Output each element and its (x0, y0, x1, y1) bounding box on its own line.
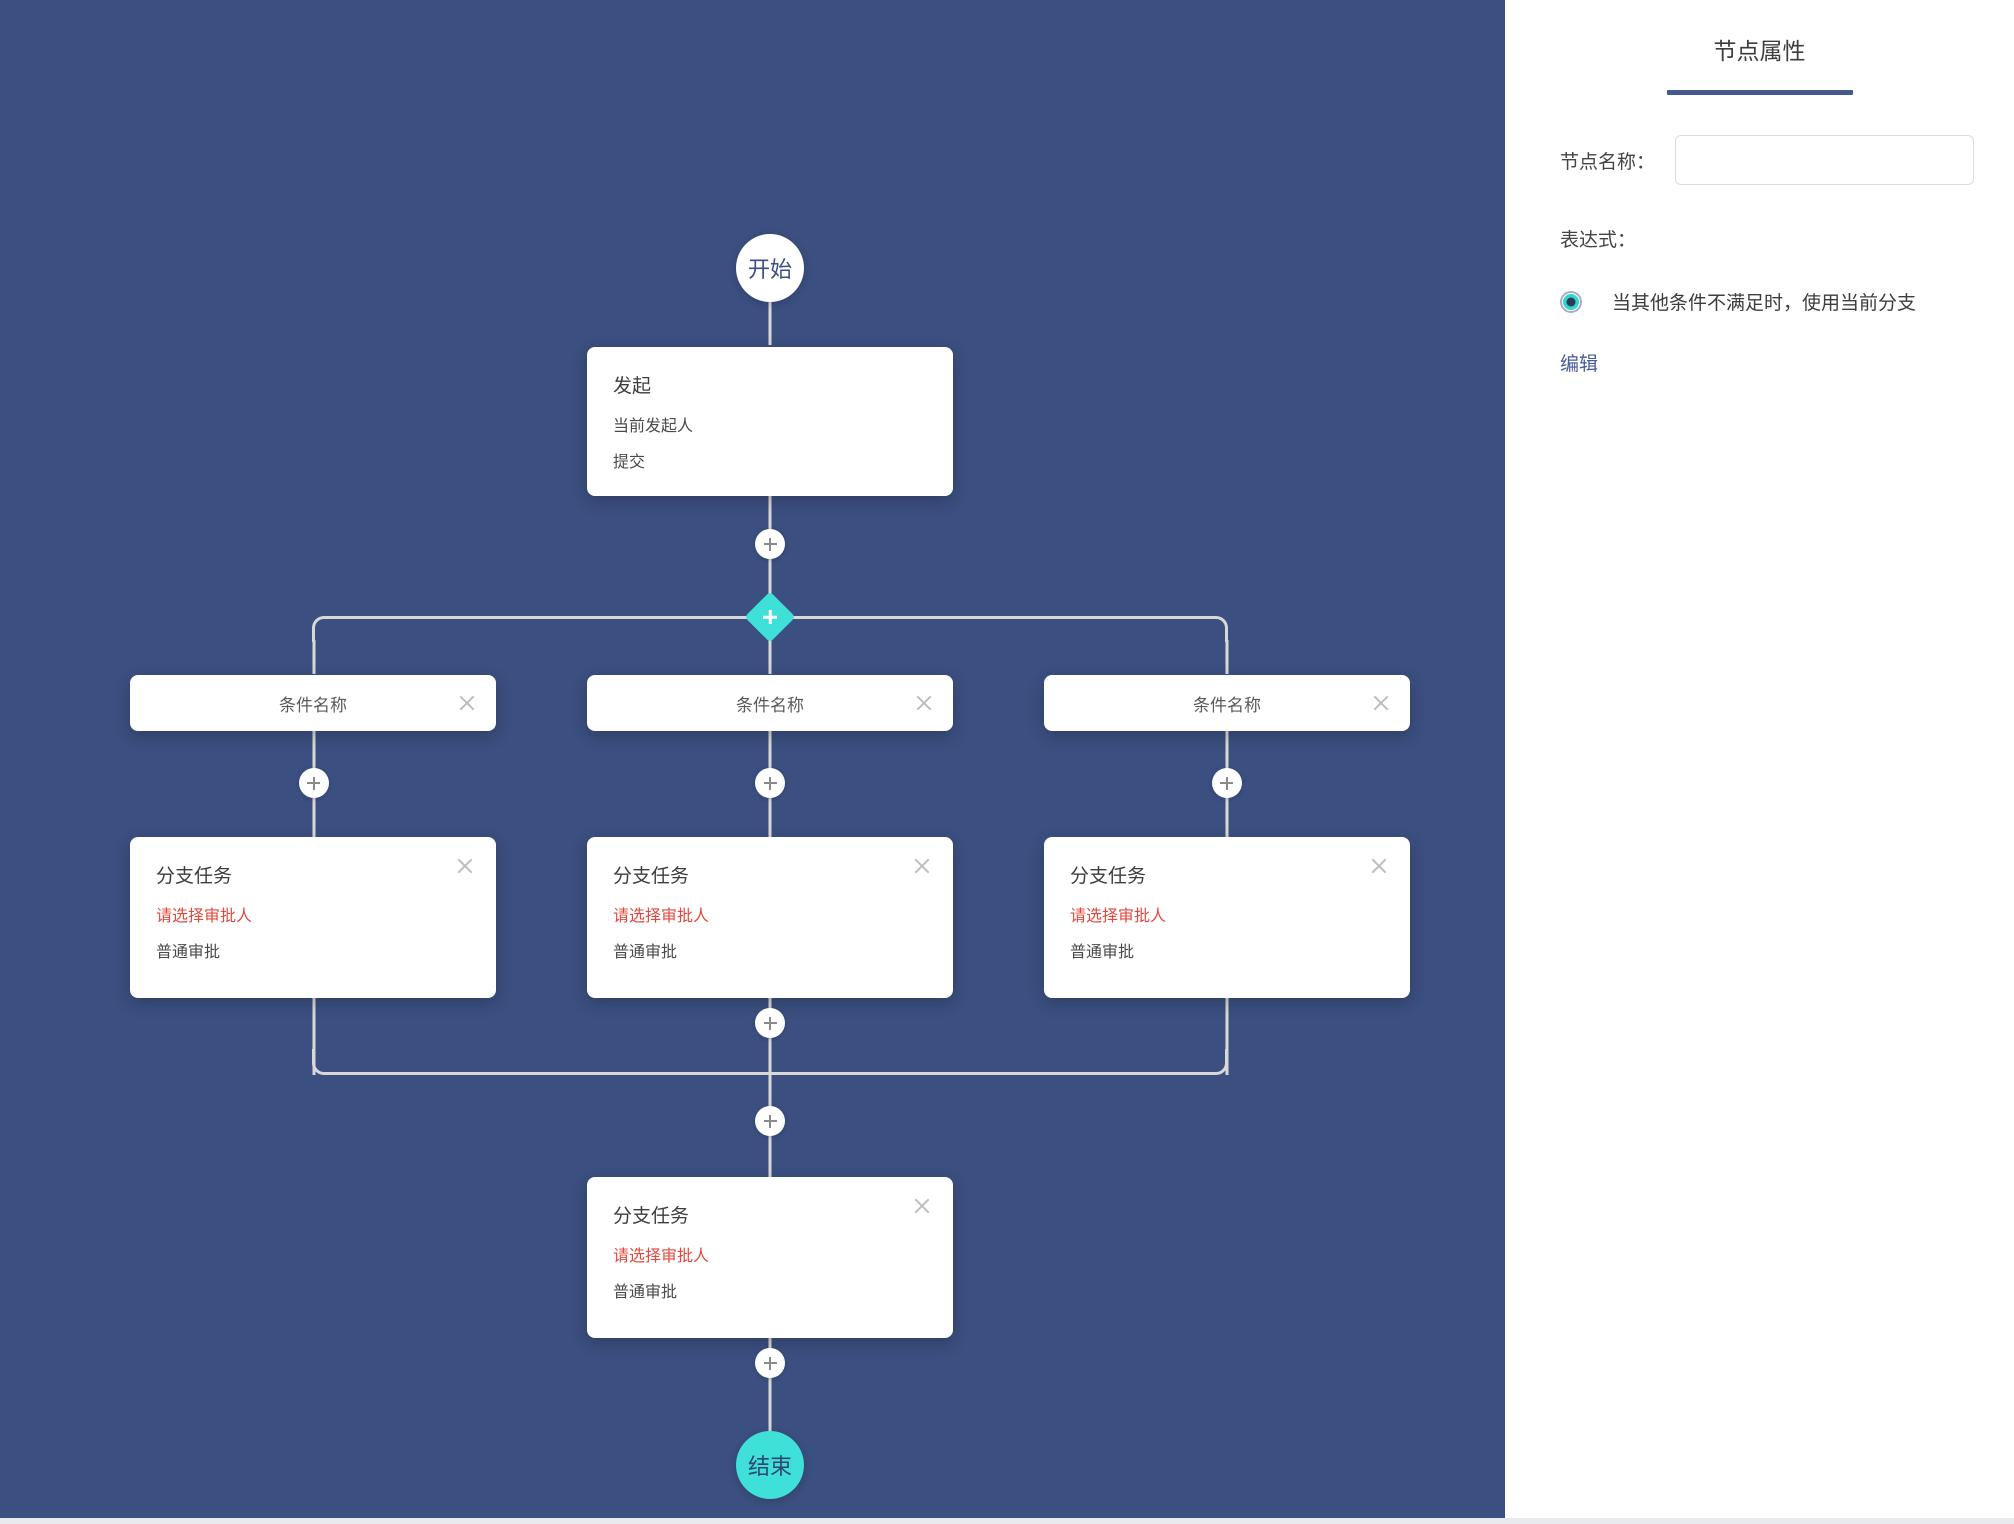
add-node-after-branches-button[interactable] (755, 1008, 785, 1038)
branch-task-1-approver: 请选择审批人 (156, 908, 253, 925)
close-icon[interactable] (1370, 692, 1392, 714)
branch-task-3-type: 普通审批 (1070, 944, 1135, 961)
horizontal-scrollbar[interactable] (0, 1518, 2014, 1524)
condition-gateway[interactable] (744, 591, 796, 643)
initiator-card-action: 提交 (613, 454, 646, 471)
condition-card-1-label: 条件名称 (279, 695, 347, 715)
branch-task-1-title: 分支任务 (156, 866, 233, 887)
close-icon[interactable] (913, 692, 935, 714)
condition-card-3-label: 条件名称 (1193, 695, 1261, 715)
condition-card-3[interactable]: 条件名称 (1044, 675, 1410, 731)
branch-elbow-top-right (1204, 616, 1228, 642)
branch-task-1-type: 普通审批 (156, 944, 221, 961)
branch-task-card-3[interactable]: 分支任务 请选择审批人 普通审批 (1044, 837, 1410, 998)
panel-title-underline (1666, 90, 1853, 95)
expression-option-row[interactable]: 当其他条件不满足时，使用当前分支 (1505, 252, 2014, 315)
initiator-card[interactable]: 发起 当前发起人 提交 (587, 347, 953, 496)
close-icon[interactable] (911, 1195, 933, 1217)
end-node-label: 结束 (747, 1454, 792, 1479)
initiator-card-title: 发起 (613, 376, 652, 397)
start-node[interactable]: 开始 (736, 234, 804, 302)
merge-riser-right (1225, 975, 1228, 1075)
radio-selected-icon[interactable] (1560, 290, 1582, 313)
branch-task-2-type: 普通审批 (613, 944, 678, 961)
condition-card-2[interactable]: 条件名称 (587, 675, 953, 731)
start-node-label: 开始 (747, 257, 792, 282)
add-node-before-final-button[interactable] (755, 1106, 785, 1136)
initiator-card-person: 当前发起人 (613, 418, 694, 435)
condition-card-2-label: 条件名称 (736, 695, 804, 715)
node-name-row: 节点名称： (1505, 95, 2014, 185)
merge-riser-left (312, 975, 315, 1075)
edit-expression-link[interactable]: 编辑 (1560, 354, 1599, 375)
branch-elbow-top-left (312, 616, 336, 642)
add-node-before-end-button[interactable] (755, 1348, 785, 1378)
node-name-input[interactable] (1675, 135, 1974, 185)
final-task-title: 分支任务 (613, 1206, 690, 1227)
branch-task-3-approver: 请选择审批人 (1070, 908, 1167, 925)
final-task-type: 普通审批 (613, 1284, 678, 1301)
add-node-branch-3-button[interactable] (1211, 768, 1242, 798)
branch-drop-right (1225, 640, 1228, 674)
branch-task-card-2[interactable]: 分支任务 请选择审批人 普通审批 (587, 837, 953, 998)
branch-task-3-title: 分支任务 (1070, 866, 1147, 887)
add-node-branch-2-button[interactable] (755, 768, 785, 798)
branch-elbow-bottom-right (1204, 1049, 1228, 1075)
final-task-approver: 请选择审批人 (613, 1248, 710, 1265)
node-properties-panel: 节点属性 节点名称： 表达式： 当其他条件不满足时，使用当前分支 编辑 (1505, 0, 2014, 1524)
add-node-after-initiator-button[interactable] (755, 529, 785, 559)
node-name-label: 节点名称： (1560, 151, 1656, 173)
close-icon[interactable] (454, 855, 476, 877)
end-node[interactable]: 结束 (736, 1431, 804, 1499)
flowchart-canvas[interactable]: 开始 发起 当前发起人 提交 条件名称 条件名称 (0, 0, 1505, 1524)
branch-task-card-1[interactable]: 分支任务 请选择审批人 普通审批 (130, 837, 496, 998)
expression-label: 表达式： (1560, 230, 1637, 251)
expression-option-label: 当其他条件不满足时，使用当前分支 (1612, 293, 1917, 314)
branch-task-2-title: 分支任务 (613, 866, 690, 887)
branch-drop-left (312, 640, 315, 674)
condition-card-1[interactable]: 条件名称 (130, 675, 496, 731)
add-node-branch-1-button[interactable] (298, 768, 329, 798)
close-icon[interactable] (1368, 855, 1390, 877)
close-icon[interactable] (456, 692, 478, 714)
final-task-card[interactable]: 分支任务 请选择审批人 普通审批 (587, 1177, 953, 1338)
branch-drop-center (768, 636, 772, 674)
branch-task-2-approver: 请选择审批人 (613, 908, 710, 925)
connector-center-merge (768, 975, 772, 1220)
panel-title: 节点属性 (1713, 38, 1806, 64)
close-icon[interactable] (911, 855, 933, 877)
connector-final-to-end (768, 1315, 772, 1445)
